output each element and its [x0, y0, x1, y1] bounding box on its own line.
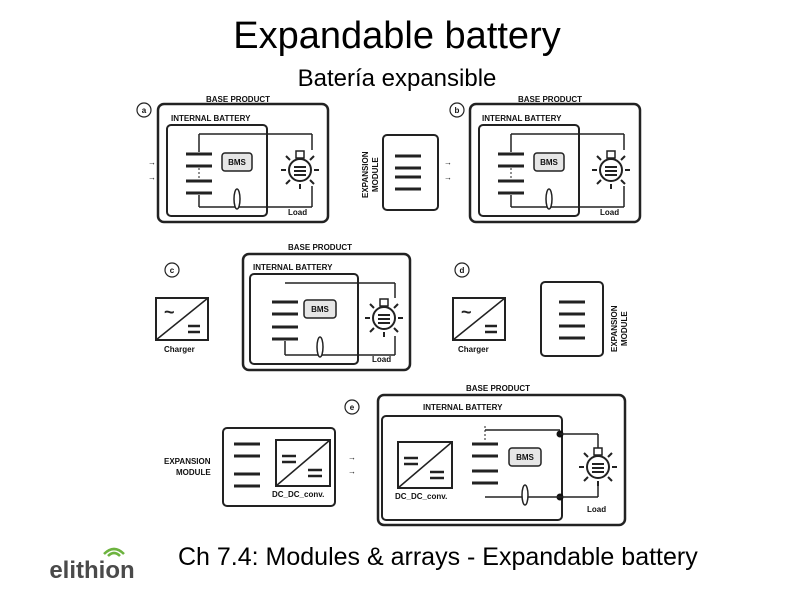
panel-c: c BASE PRODUCT INTERNAL BATTERY BMS Load… [154, 243, 412, 372]
panel-e: e BASE PRODUCT INTERNAL BATTERY DC_DC_co… [164, 384, 627, 527]
elithion-logo: elithion [49, 547, 135, 584]
panel-b-expansion-box [382, 134, 439, 211]
panel-d-expansion-box [540, 281, 604, 357]
panel-d-expansion-1: EXPANSION [610, 305, 619, 352]
panel-b-letter: b [455, 106, 460, 115]
panel-e-internal-battery: INTERNAL BATTERY [423, 403, 503, 412]
battery-diagram: ~ a BASE PRODUCT INTERNAL BATTERY [136, 95, 642, 527]
panel-e-dcdc-icon-1 [274, 438, 332, 488]
panel-b-expansion-1: EXPANSION [361, 151, 370, 198]
panel-e-expansion-1: EXPANSION [164, 457, 211, 466]
panel-e-base-product: BASE PRODUCT [466, 384, 530, 393]
panel-b-expansion-2: MODULE [371, 157, 380, 192]
panel-c-bms: BMS [311, 305, 329, 314]
panel-d-letter: d [460, 266, 465, 275]
panel-b-base-product: BASE PRODUCT [518, 95, 582, 104]
panel-c-internal-battery: INTERNAL BATTERY [253, 263, 333, 272]
panel-b: b BASE PRODUCT INTERNAL BATTERY BMS Load… [361, 95, 642, 224]
panel-e-letter: e [350, 403, 355, 412]
panel-b-internal-battery: INTERNAL BATTERY [482, 114, 562, 123]
svg-text:→: → [148, 158, 156, 167]
panel-a-base-product: BASE PRODUCT [206, 95, 270, 104]
panel-d-charger: Charger [458, 345, 489, 354]
panel-b-bms: BMS [540, 158, 558, 167]
panel-c-base-product: BASE PRODUCT [288, 243, 352, 252]
panel-a-bms-box [221, 152, 253, 172]
panel-c-load: Load [372, 355, 391, 364]
panel-d-charger-icon [451, 296, 507, 342]
panel-a: a BASE PRODUCT INTERNAL BATTERY BMS Load… [136, 95, 330, 224]
panel-d-expansion-2: MODULE [620, 311, 629, 346]
svg-text:→: → [348, 467, 356, 476]
panel-a-load: Load [288, 208, 307, 217]
svg-text:→: → [444, 173, 452, 182]
panel-c-charger-icon [154, 296, 210, 342]
panel-b-load: Load [600, 208, 619, 217]
panel-c-charger: Charger [164, 345, 195, 354]
panel-e-dcdc-1: DC_DC_conv. [272, 490, 324, 499]
panel-e-dcdc-icon-2 [396, 440, 454, 490]
panel-e-bms: BMS [516, 453, 534, 462]
slide-title: Expandable battery [233, 15, 561, 57]
slide-footer: Ch 7.4: Modules & arrays - Expandable ba… [178, 543, 698, 571]
panel-e-load: Load [587, 505, 606, 514]
panel-e-dcdc-2: DC_DC_conv. [395, 492, 447, 501]
svg-text:→: → [148, 173, 156, 182]
panel-a-letter: a [142, 106, 147, 115]
svg-text:→: → [444, 158, 452, 167]
panel-e-expansion-2: MODULE [176, 468, 211, 477]
panel-d: d Charger EXPANSION MODULE [451, 262, 629, 357]
panel-a-battery-box [166, 124, 268, 217]
panel-a-internal-battery: INTERNAL BATTERY [171, 114, 251, 123]
panel-a-bms: BMS [228, 158, 246, 167]
slide-subtitle: Batería expansible [297, 65, 497, 92]
logo-text: elithion [49, 557, 134, 584]
svg-text:→: → [348, 453, 356, 462]
panel-c-letter: c [170, 266, 175, 275]
